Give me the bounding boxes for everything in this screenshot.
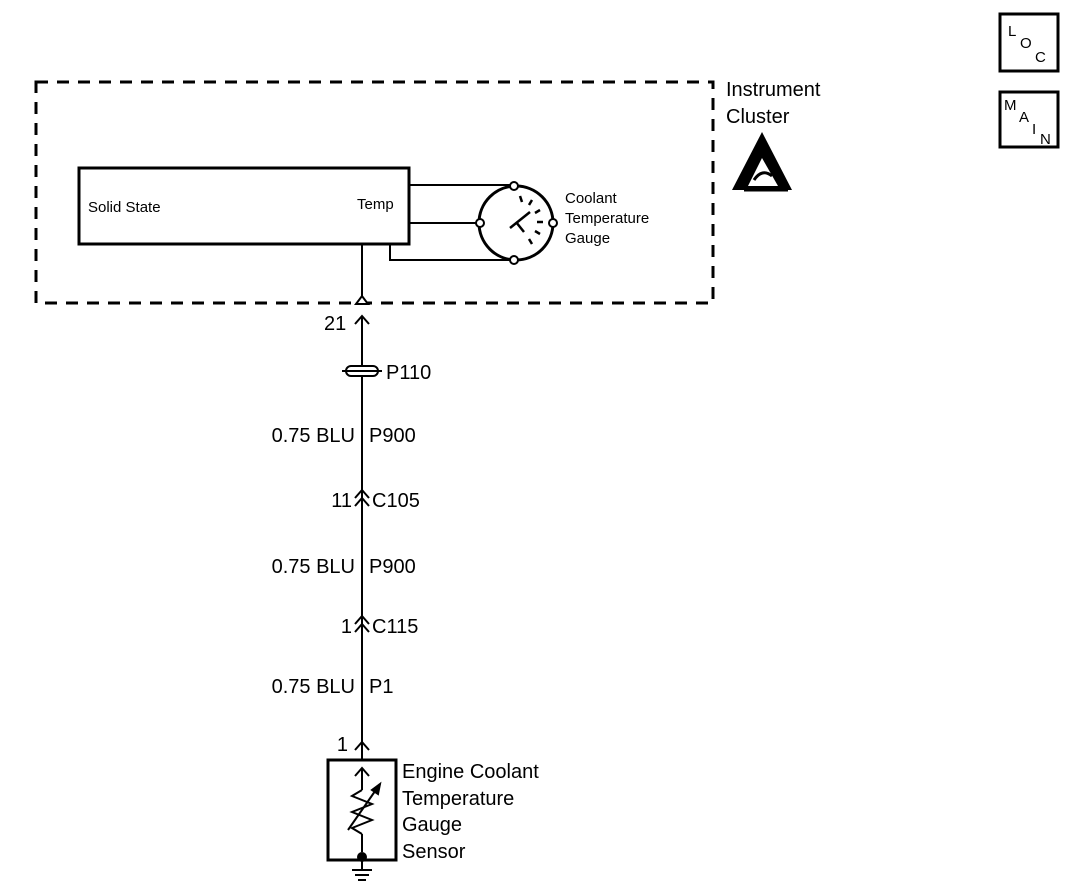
main-letter-n: N [1040,131,1051,148]
connector-c105-symbol [354,488,370,507]
c105-pin-number: 11 [331,490,352,512]
c105-label: C105 [372,490,420,512]
cluster-title-line1: Instrument [726,79,821,101]
solid-state-module [77,166,411,246]
wire3-circuit: P1 [369,676,393,698]
splice-p110-symbol [342,365,382,377]
wire1-circuit: P900 [369,425,416,447]
main-letter-m: M [1004,97,1017,114]
wire1-gauge-color: 0.75 BLU [272,425,355,447]
instrument-cluster-boundary [34,80,715,305]
cluster-pin-number: 21 [324,313,346,335]
cluster-connector-male [354,314,370,325]
wire2-circuit: P900 [369,556,416,578]
gauge-label-line1: Coolant [565,190,618,207]
sensor-label-line1: Engine Coolant [402,761,539,783]
sensor-label-line3: Gauge [402,814,462,836]
loc-button[interactable]: L O C [998,12,1060,73]
main-letter-a: A [1019,109,1029,126]
sensor-connector [354,740,370,751]
temp-terminal-label: Temp [357,196,394,213]
main-letter-i: I [1032,121,1036,138]
main-button[interactable]: M A I N [998,90,1060,149]
sensor-pin-number: 1 [337,734,348,756]
gauge-label-line2: Temperature [565,210,649,227]
wire3-gauge-color: 0.75 BLU [272,676,355,698]
sensor-label-line2: Temperature [402,788,514,810]
coolant-temperature-gauge [475,181,558,265]
cluster-title-line2: Cluster [726,106,790,128]
c115-label: C115 [372,616,418,638]
wire2-gauge-color: 0.75 BLU [272,556,355,578]
thermistor-symbol [347,766,382,852]
cluster-connector-female [354,294,370,305]
esd-warning-icon [732,132,792,192]
ground-terminal [357,852,367,862]
loc-letter-o: O [1020,35,1032,52]
sensor-label-line4: Sensor [402,841,466,863]
connector-c115-symbol [354,614,370,633]
ground-icon [352,860,372,881]
loc-letter-l: L [1008,23,1016,40]
solid-state-label: Solid State [88,199,161,216]
gauge-label-line3: Gauge [565,230,610,247]
gauge-wiring [389,184,514,261]
c115-pin-number: 1 [341,616,352,638]
loc-letter-c: C [1035,49,1046,66]
splice-label: P110 [386,362,431,384]
